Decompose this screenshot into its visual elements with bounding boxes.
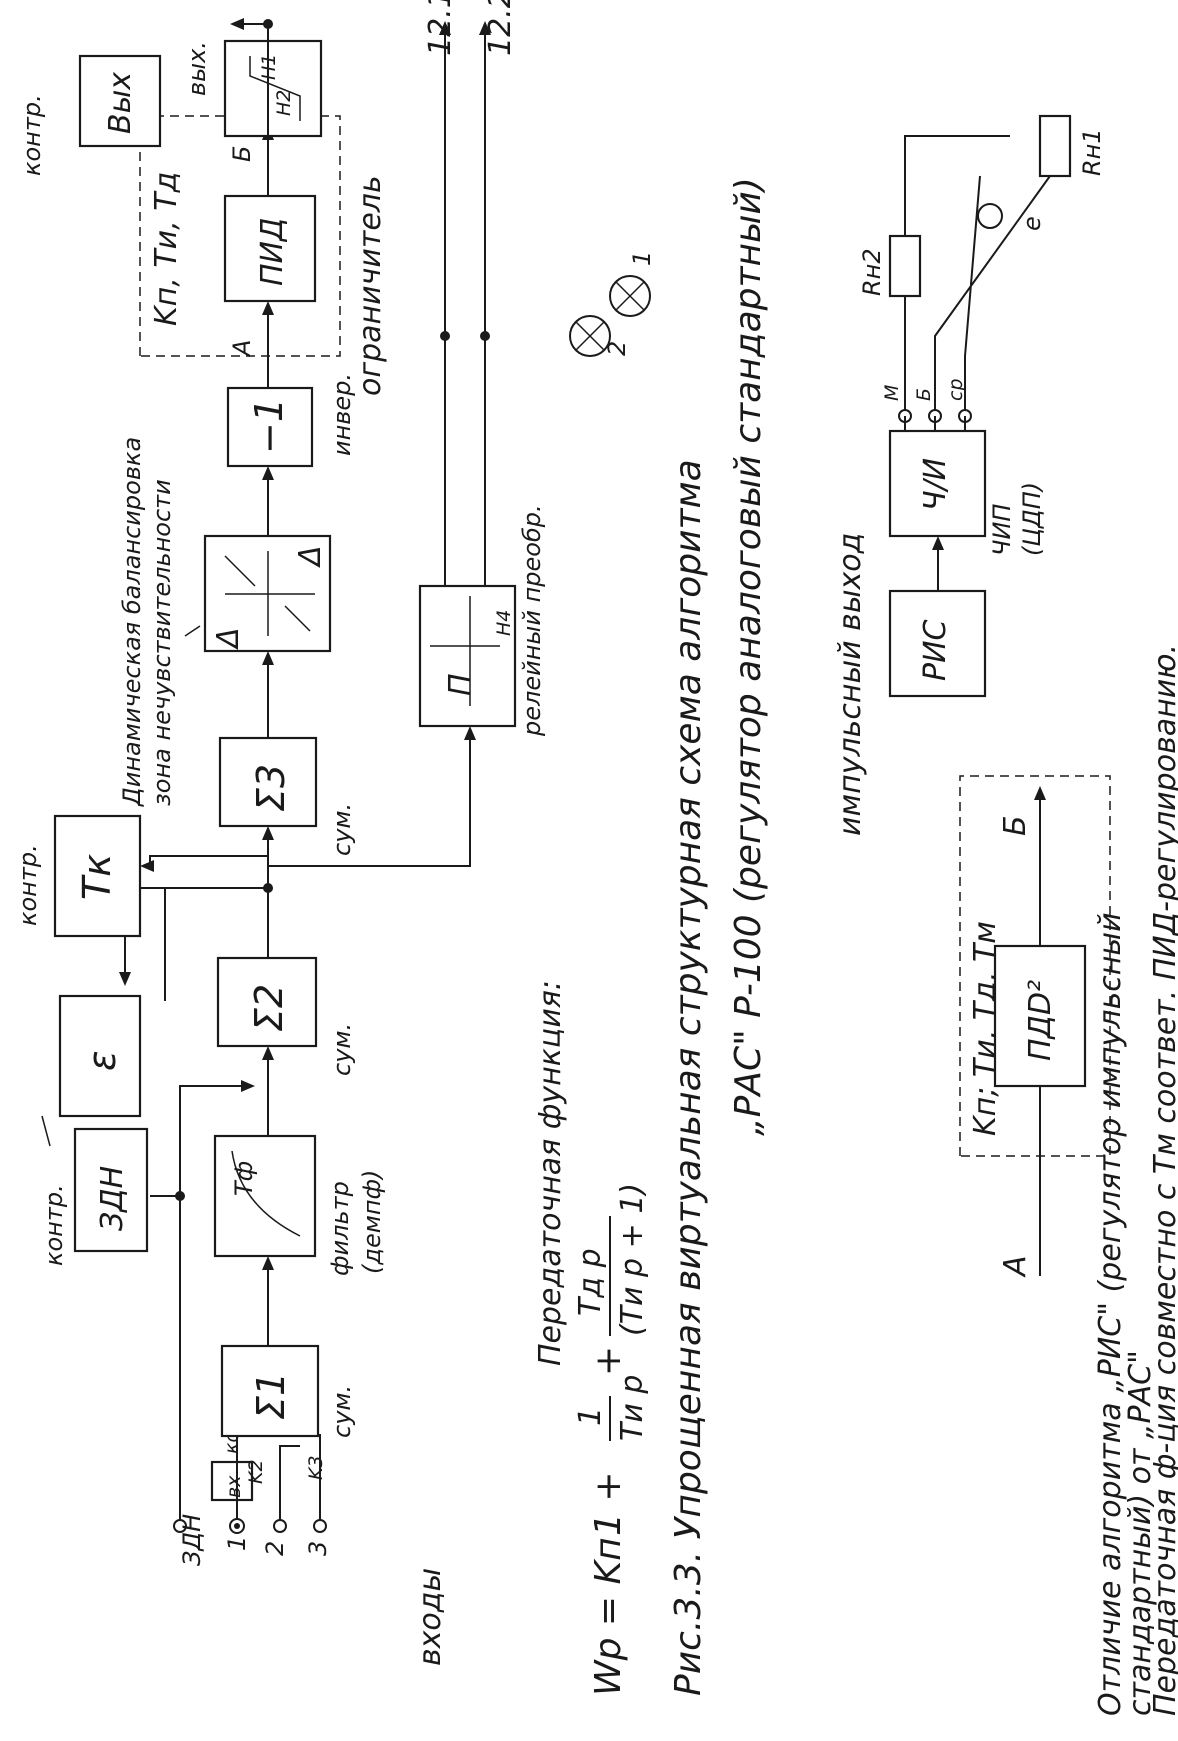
sum2-symbol: Σ2 (247, 984, 291, 1032)
input-3-label: 3 (304, 1541, 332, 1556)
rh2-resistor (888, 234, 922, 298)
limiter-h2: H2 (273, 90, 295, 116)
note-line-1: Отличие алгоритма „РИС" (регулятор импул… (1093, 912, 1128, 1716)
input-vx-box (210, 1460, 254, 1502)
chip-label: ЧИП (988, 504, 1016, 556)
emf-label: e (1018, 216, 1046, 231)
kontr-zdn-label: контр. (40, 1184, 68, 1266)
gain-k3-label: K3 (305, 1455, 327, 1480)
zdn-contr-block (73, 1127, 149, 1253)
sum1-label: сум. (328, 1385, 356, 1438)
pdd-output-label: Б (998, 815, 1033, 836)
vyh-symbol: Вых (103, 72, 138, 134)
note-line-3: Передаточная ф-ция совместно с Tм соотве… (1148, 644, 1178, 1716)
chi-block (888, 429, 987, 538)
chip-label-2: (ЦДП) (1018, 482, 1046, 556)
input-1-label: 1 (223, 1536, 251, 1551)
inverter-symbol: −1 (247, 398, 291, 454)
relay-h4: H4 (493, 610, 515, 636)
input-vx-label: вх (223, 1475, 245, 1498)
formula-lhs: Wр = Kп (588, 1537, 629, 1696)
inputs-group-label: входы (413, 1568, 448, 1666)
filter-label: фильтр (326, 1181, 354, 1276)
deadzone-label-2: зона нечувствительности (148, 479, 176, 806)
lamp-2-icon (569, 315, 611, 357)
chi-symbol: Ч/И (918, 458, 953, 511)
terminal-b-label: Б (913, 388, 935, 401)
pid-params: Kп, Tи, Tд (149, 172, 184, 326)
relay-label: релейный преобр. (518, 504, 546, 737)
lamp-2-label: 2 (603, 341, 631, 356)
zdn-contr-text: ЗДН (95, 1166, 130, 1231)
point-a-label: А (228, 340, 256, 358)
deadzone-delta-bottom: Δ (293, 545, 328, 568)
rh2-label: Rн2 (858, 248, 886, 296)
kontr-vyh-label: контр. (18, 94, 46, 176)
emf-source (977, 203, 1003, 229)
pdd-dashed-frame (959, 775, 1111, 1157)
formula-plus: + (588, 1346, 629, 1376)
formula-den1: Tи p (615, 1375, 650, 1441)
formula-label: Передаточная функция: (533, 980, 568, 1366)
sum1-block (220, 1344, 320, 1438)
filter-block (213, 1134, 317, 1258)
vyh-contr-block (78, 54, 162, 148)
inverter-label: инвер. (328, 373, 356, 456)
formula-num1: 1 (573, 1407, 608, 1426)
rh1-resistor (1038, 114, 1072, 178)
note-line-2: стандартный) от „РАС" (1123, 1350, 1158, 1716)
figure-caption-1: Рис.3.3. Упрощенная виртуальная структур… (668, 459, 709, 1696)
deadzone-label-1: Динамическая балансировка (118, 437, 146, 807)
pid-symbol: ПИД (255, 218, 290, 286)
output-122-label: 12.2 (483, 0, 518, 56)
relay-block (418, 584, 517, 728)
sum1-symbol: Σ1 (249, 1372, 293, 1420)
rh1-label: Rн1 (1078, 128, 1106, 176)
figure-caption-2: „РАС" Р-100 (регулятор аналоговый станда… (728, 177, 769, 1136)
relay-p: П (443, 673, 478, 696)
input-2-terminal (273, 1519, 287, 1533)
kontr-tk-label: контр. (14, 844, 42, 926)
input-zdn-label: ЗДН (178, 1514, 206, 1566)
sum3-symbol: Σ3 (249, 764, 293, 812)
lamp-1-label: 1 (628, 251, 656, 266)
gain-k2-label: K2 (245, 1459, 267, 1484)
ris-symbol: РИС (918, 619, 953, 681)
deadzone-delta-top: Δ (211, 627, 246, 650)
pdd-input-label: А (998, 1255, 1033, 1278)
inverter-block (226, 386, 314, 468)
limiter-block (223, 39, 323, 138)
point-b-label: Б (228, 146, 256, 162)
limiter-label: ограничитель (353, 175, 388, 396)
lamp-1-icon (609, 275, 651, 317)
epsilon-contr-block (58, 994, 142, 1118)
input-3-terminal (313, 1519, 327, 1533)
formula-den2: (Tи p + 1) (615, 1183, 650, 1336)
input-2-label: 2 (261, 1541, 289, 1556)
filter-symbol: Tф (230, 1161, 258, 1196)
pulse-output-label: импульсный выход (833, 533, 868, 836)
filter-label-2: (демпф) (358, 1170, 386, 1274)
formula-one: 1 + (588, 1471, 629, 1536)
epsilon-symbol: ε (80, 1050, 124, 1071)
output-121-label: 12.1 (423, 0, 458, 56)
pdd-symbol: ПДD² (1023, 980, 1058, 1061)
sum2-label: сум. (328, 1023, 356, 1076)
output-label: вых. (183, 41, 211, 96)
pid-dashed-frame (139, 115, 341, 357)
tk-symbol: Tк (75, 854, 119, 900)
tk-contr-block (53, 814, 142, 938)
formula-num2: Tд p (573, 1248, 608, 1316)
terminal-m-label: М (881, 385, 903, 401)
sum3-label: сум. (328, 803, 356, 856)
pid-block (223, 194, 317, 303)
terminal-cp-label: ср (945, 378, 967, 401)
